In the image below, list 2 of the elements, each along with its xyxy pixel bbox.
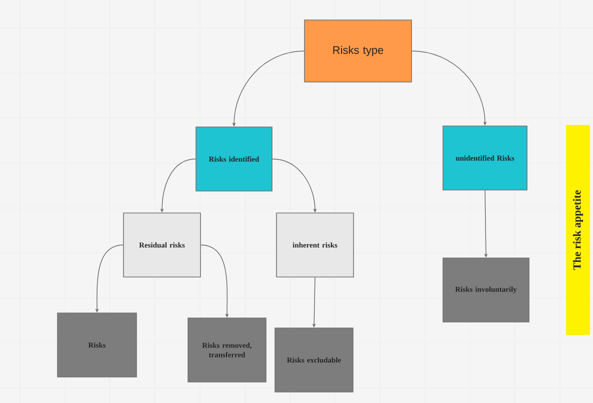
title-box: Risks type xyxy=(304,20,412,82)
side-banner: The risk appetite xyxy=(566,124,590,335)
